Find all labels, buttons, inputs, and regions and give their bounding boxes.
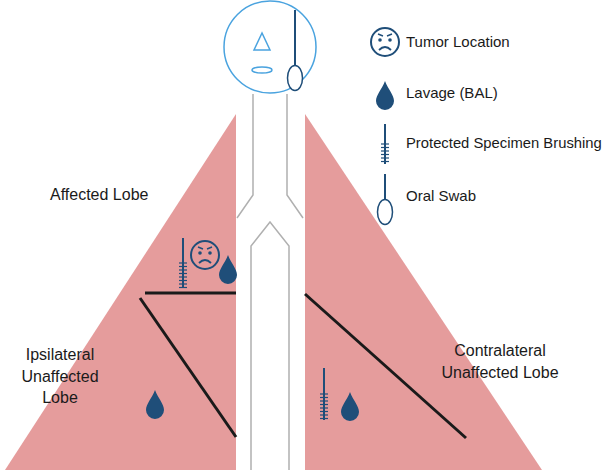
brush-bristle — [179, 262, 187, 263]
brush-bristle — [320, 407, 328, 408]
face-eye — [208, 251, 212, 255]
region-label: Ipsilateral Unaffected Lobe — [6, 344, 114, 409]
legend-label: Oral Swab — [406, 186, 476, 206]
lavage-drop — [146, 390, 164, 419]
brush-bristle — [320, 411, 328, 412]
lavage-drop — [376, 81, 394, 110]
sample-icons — [146, 10, 399, 421]
brush-bristle — [179, 287, 187, 288]
swab-icon — [288, 10, 303, 91]
legend-label: Lavage (BAL) — [406, 83, 498, 103]
brush-bristle — [381, 154, 389, 155]
swab-stick — [294, 10, 296, 66]
brush-bristle — [179, 283, 187, 284]
face-brow — [387, 34, 392, 36]
brush-icon — [320, 368, 328, 420]
head — [224, 1, 316, 93]
lobe-divider — [145, 292, 236, 295]
brush-bristle — [320, 393, 328, 394]
brush-bristle — [179, 280, 187, 281]
face-outline — [191, 241, 219, 269]
head-outline — [224, 1, 316, 93]
face-brow — [207, 247, 212, 249]
face-outline — [371, 28, 399, 56]
right-lung — [305, 114, 542, 470]
brush-bristle — [179, 266, 187, 267]
face-eye — [378, 38, 382, 42]
brush-bristle — [179, 273, 187, 274]
airway — [237, 94, 303, 470]
face-brow — [198, 247, 203, 249]
airway-wall — [237, 94, 253, 218]
swab-icon — [378, 174, 393, 225]
mouth — [252, 67, 272, 73]
swab-stick — [384, 174, 386, 200]
region-label: Affected Lobe — [50, 184, 190, 206]
tumor-icon — [191, 241, 219, 269]
face-mouth — [379, 47, 391, 50]
legend-label: Protected Specimen Brushing — [406, 134, 602, 154]
airway-wall — [251, 222, 289, 470]
brush-bristle — [381, 150, 389, 151]
brush-bristle — [381, 161, 389, 162]
swab-tip — [378, 200, 393, 225]
brush-bristle — [381, 157, 389, 158]
brush-bristle — [381, 143, 389, 144]
brush-bristle — [320, 400, 328, 401]
brush-icon — [179, 238, 187, 288]
lavage-drop — [219, 255, 237, 284]
brush-bristle — [320, 397, 328, 398]
brush-bristle — [320, 418, 328, 419]
brush-bristle — [381, 147, 389, 148]
face-mouth — [199, 260, 211, 263]
face-eye — [198, 251, 202, 255]
airway-wall — [287, 94, 303, 218]
brush-bristle — [320, 404, 328, 405]
brush-bristle — [320, 414, 328, 415]
face-eye — [388, 38, 392, 42]
brush-bristle — [179, 269, 187, 270]
lavage-drop — [341, 392, 359, 421]
nose — [254, 33, 270, 50]
left-lung — [5, 114, 236, 470]
lobe-divider — [140, 298, 236, 437]
brush-icon — [381, 124, 389, 164]
region-label: Contralateral Unaffected Lobe — [436, 340, 564, 383]
legend-label: Tumor Location — [406, 32, 510, 52]
brush-bristle — [179, 276, 187, 277]
swab-tip — [288, 66, 303, 91]
tumor-icon — [371, 28, 399, 56]
face-brow — [378, 34, 383, 36]
